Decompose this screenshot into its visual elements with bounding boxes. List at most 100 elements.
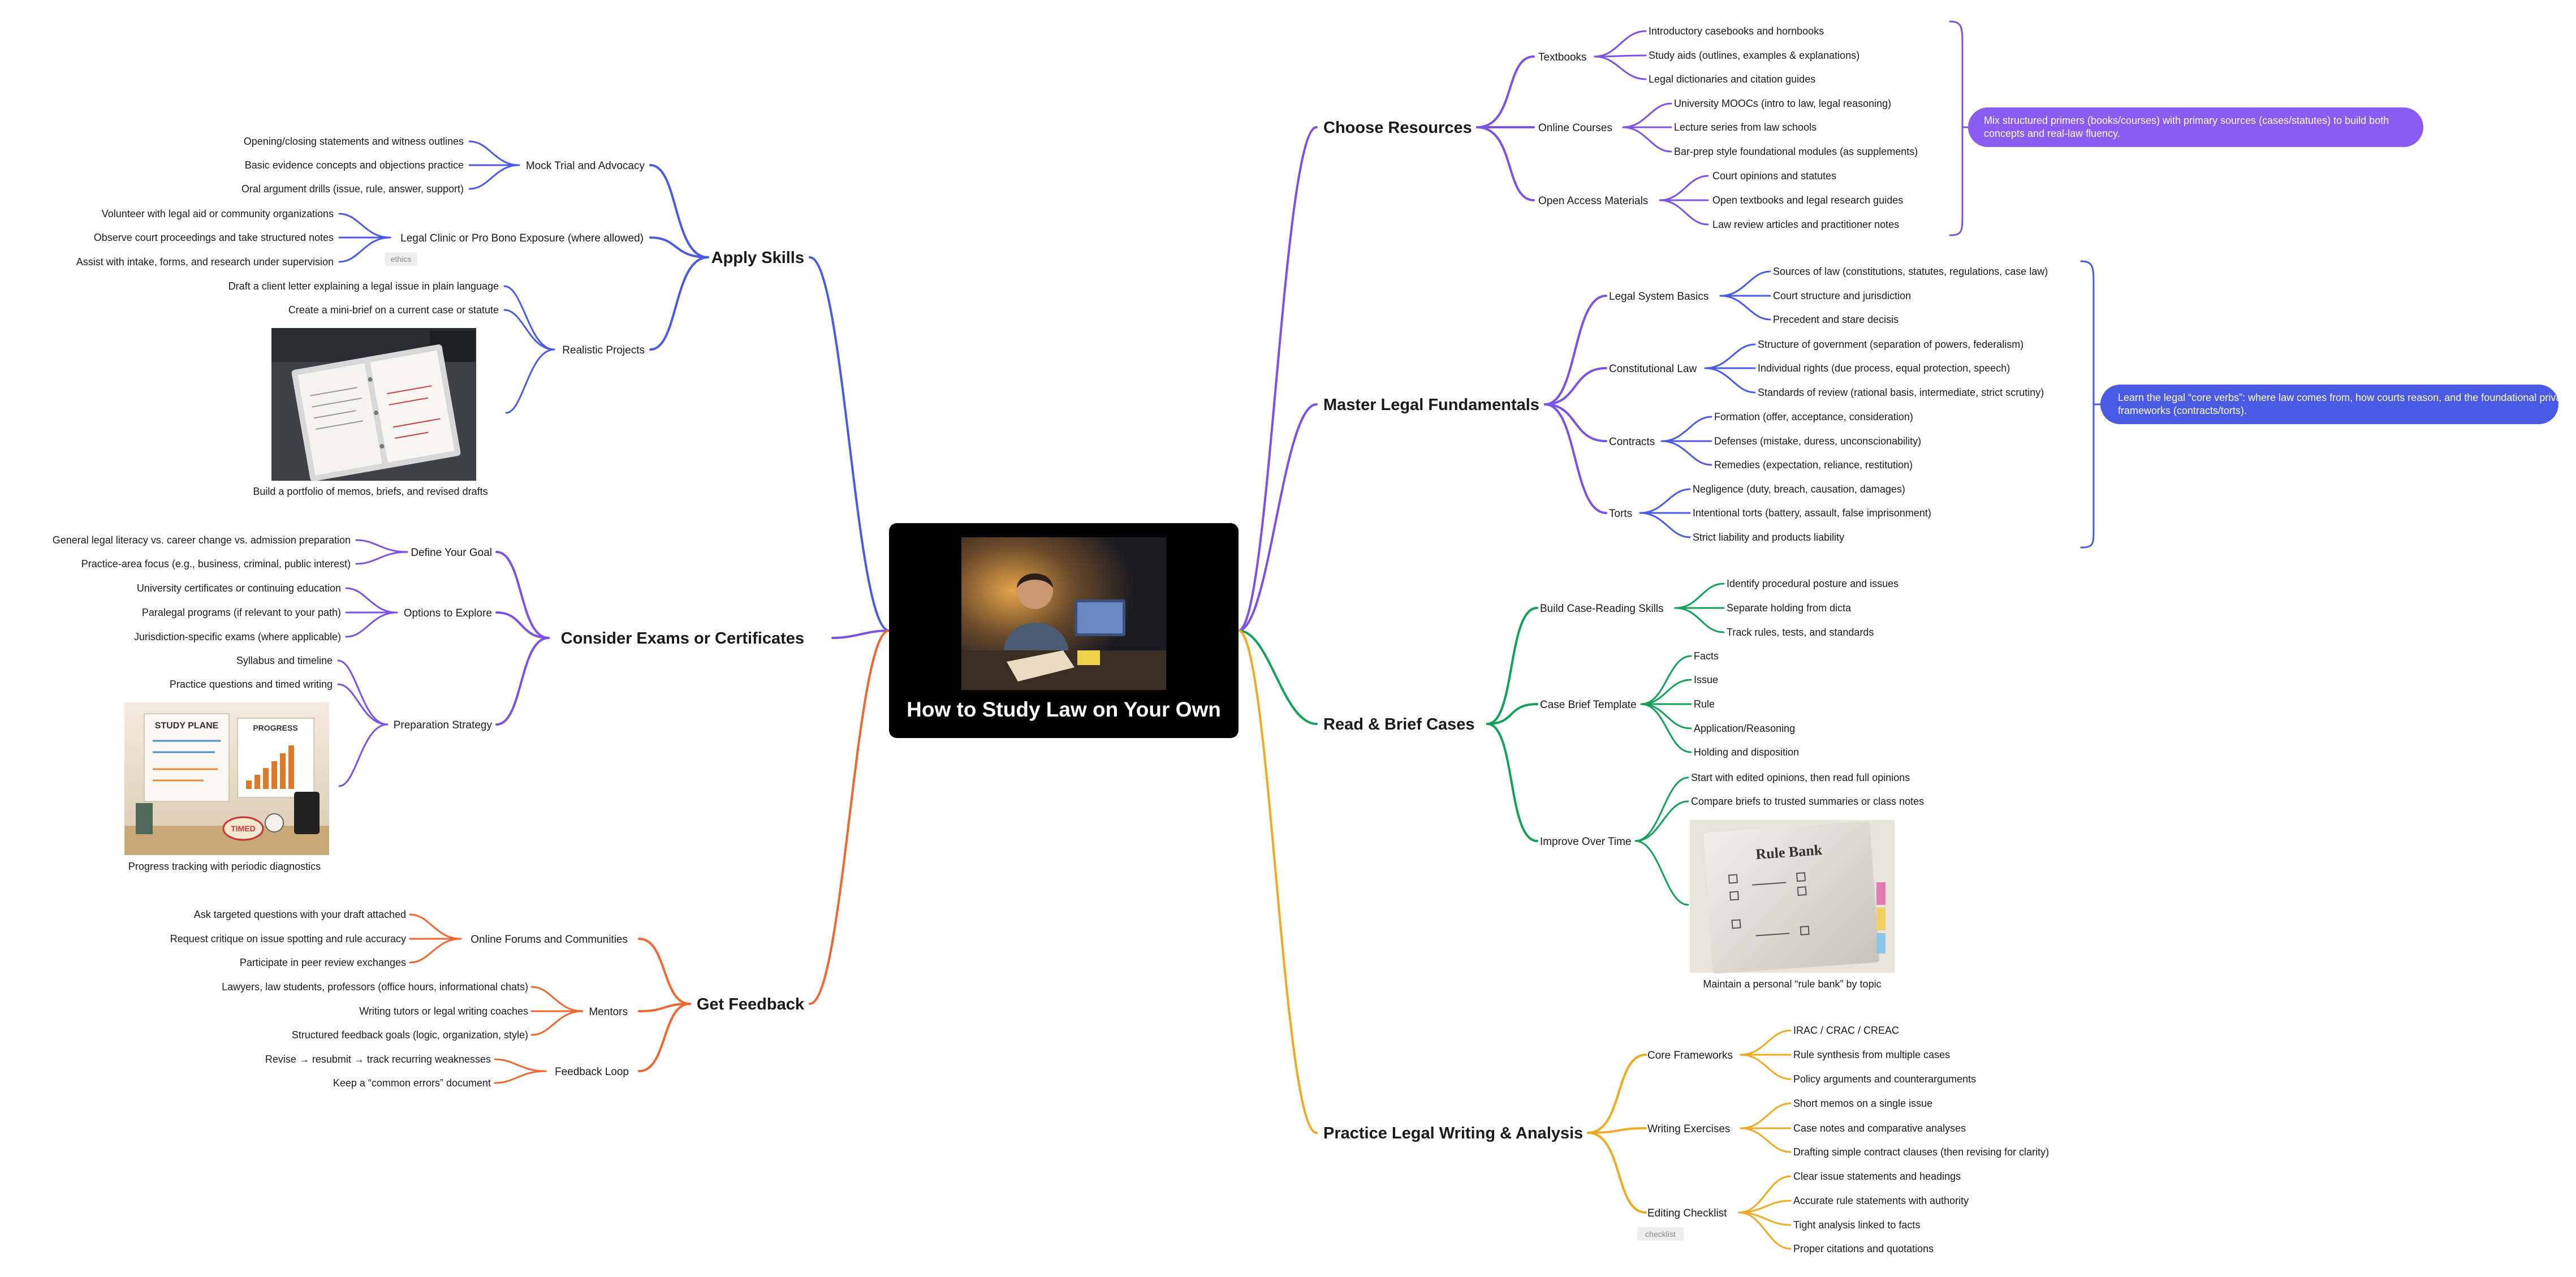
subtopic-mock-trial[interactable]: Mock Trial and Advocacy bbox=[526, 160, 645, 172]
leaf-item[interactable]: Clear issue statements and headings bbox=[1793, 1171, 1961, 1182]
subtopic-mentors[interactable]: Mentors bbox=[589, 1006, 628, 1018]
leaf-item[interactable]: Case notes and comparative analyses bbox=[1793, 1123, 1966, 1134]
leaf-item[interactable]: Compare briefs to trusted summaries or c… bbox=[1691, 796, 1924, 807]
leaf-item[interactable]: Assist with intake, forms, and research … bbox=[76, 256, 334, 268]
subtopic-writing-exercises[interactable]: Writing Exercises bbox=[1647, 1123, 1730, 1135]
branch-title-get-feedback[interactable]: Get Feedback bbox=[697, 995, 805, 1013]
leaf-item[interactable]: Rule bbox=[1694, 698, 1715, 710]
leaf-item[interactable]: Basic evidence concepts and objections p… bbox=[245, 159, 464, 171]
leaf-item[interactable]: Identify procedural posture and issues bbox=[1727, 578, 1898, 589]
subtopic-options-to-explore[interactable]: Options to Explore bbox=[404, 607, 492, 619]
subtopic-online-courses[interactable]: Online Courses bbox=[1538, 122, 1612, 134]
leaf-item[interactable]: Create a mini-brief on a current case or… bbox=[288, 304, 499, 316]
leaf-item[interactable]: Observe court proceedings and take struc… bbox=[94, 232, 334, 243]
branch-title-consider-exams[interactable]: Consider Exams or Certificates bbox=[561, 629, 804, 648]
leaf-item[interactable]: Ask targeted questions with your draft a… bbox=[194, 909, 406, 920]
leaf-item[interactable]: Sources of law (constitutions, statutes,… bbox=[1773, 266, 2048, 277]
subtopic-constitutional-law[interactable]: Constitutional Law bbox=[1609, 363, 1697, 375]
branch-title-read-brief-cases[interactable]: Read & Brief Cases bbox=[1323, 715, 1475, 734]
leaf-item[interactable]: Legal dictionaries and citation guides bbox=[1649, 74, 1815, 85]
leaf-item[interactable]: Rule synthesis from multiple cases bbox=[1793, 1049, 1950, 1060]
leaf-item[interactable]: Draft a client letter explaining a legal… bbox=[228, 281, 499, 292]
subtopic-legal-system-basics[interactable]: Legal System Basics bbox=[1609, 291, 1708, 303]
leaf-item[interactable]: Formation (offer, acceptance, considerat… bbox=[1714, 411, 1913, 422]
leaf-item[interactable]: Volunteer with legal aid or community or… bbox=[102, 208, 334, 219]
leaf-item[interactable]: University MOOCs (intro to law, legal re… bbox=[1674, 98, 1891, 109]
leaf-item[interactable]: Holding and disposition bbox=[1694, 747, 1799, 758]
leaf-item[interactable]: Introductory casebooks and hornbooks bbox=[1649, 25, 1824, 37]
leaf-item[interactable]: Issue bbox=[1694, 674, 1718, 685]
leaf-item[interactable]: Accurate rule statements with authority bbox=[1793, 1195, 1969, 1206]
leaf-item[interactable]: Paralegal programs (if relevant to your … bbox=[142, 607, 341, 618]
branch-title-master-legal-fundamentals[interactable]: Master Legal Fundamentals bbox=[1323, 396, 1539, 414]
leaf-item[interactable]: Writing tutors or legal writing coaches bbox=[359, 1006, 528, 1017]
leaf-item[interactable]: Facts bbox=[1694, 650, 1719, 662]
leaf-item[interactable]: Court opinions and statutes bbox=[1712, 170, 1836, 182]
subtopic-contracts[interactable]: Contracts bbox=[1609, 436, 1655, 448]
tag-checklist[interactable]: checklist bbox=[1637, 1227, 1684, 1241]
leaf-item[interactable]: Revise → resubmit → track recurring weak… bbox=[265, 1054, 491, 1065]
summary-line: concepts and real-law fluency. bbox=[1984, 128, 2120, 139]
leaf-item[interactable]: Start with edited opinions, then read fu… bbox=[1691, 772, 1910, 783]
leaf-item[interactable]: Strict liability and products liability bbox=[1693, 532, 1844, 543]
subtopic-torts[interactable]: Torts bbox=[1609, 508, 1632, 520]
leaf-item[interactable]: Negligence (duty, breach, causation, dam… bbox=[1693, 484, 1905, 495]
leaf-item[interactable]: Bar-prep style foundational modules (as … bbox=[1674, 146, 1918, 157]
leaf-item[interactable]: Keep a “common errors” document bbox=[333, 1077, 491, 1089]
summary-callout-choose-resources[interactable]: Mix structured primers (books/courses) w… bbox=[1968, 107, 2423, 147]
subtopic-editing-checklist[interactable]: Editing Checklist bbox=[1647, 1207, 1727, 1219]
subtopic-improve-over-time[interactable]: Improve Over Time bbox=[1540, 836, 1632, 848]
leaf-item[interactable]: IRAC / CRAC / CREAC bbox=[1793, 1025, 1899, 1036]
branch-master-legal-fundamentals: Master Legal Fundamentals Legal System B… bbox=[1323, 266, 2576, 543]
subtopic-build-case-reading-skills[interactable]: Build Case-Reading Skills bbox=[1540, 603, 1664, 615]
tag-ethics[interactable]: ethics bbox=[385, 252, 417, 266]
leaf-item[interactable]: Study aids (outlines, examples & explana… bbox=[1649, 50, 1859, 61]
leaf-item[interactable]: Syllabus and timeline bbox=[236, 655, 333, 666]
leaf-item[interactable]: Defenses (mistake, duress, unconscionabi… bbox=[1714, 435, 1921, 447]
leaf-item[interactable]: Lawyers, law students, professors (offic… bbox=[222, 981, 528, 993]
subtopic-legal-clinic[interactable]: Legal Clinic or Pro Bono Exposure (where… bbox=[400, 232, 644, 244]
central-topic-node[interactable]: How to Study Law on Your Own bbox=[889, 523, 1239, 738]
leaf-item[interactable]: Intentional torts (battery, assault, fal… bbox=[1693, 507, 1931, 519]
branch-title-choose-resources[interactable]: Choose Resources bbox=[1323, 119, 1472, 137]
leaf-item[interactable]: Standards of review (rational basis, int… bbox=[1758, 387, 2044, 398]
leaf-item[interactable]: Tight analysis linked to facts bbox=[1793, 1219, 1920, 1231]
leaf-item[interactable]: Jurisdiction-specific exams (where appli… bbox=[134, 631, 341, 642]
subtopic-case-brief-template[interactable]: Case Brief Template bbox=[1540, 699, 1637, 711]
leaf-item[interactable]: Structured feedback goals (logic, organi… bbox=[292, 1029, 528, 1041]
leaf-item[interactable]: Request critique on issue spotting and r… bbox=[170, 933, 406, 944]
leaf-item[interactable]: Individual rights (due process, equal pr… bbox=[1758, 363, 2010, 374]
leaf-item[interactable]: Proper citations and quotations bbox=[1793, 1243, 1934, 1254]
leaf-item[interactable]: Law review articles and practitioner not… bbox=[1712, 219, 1899, 230]
subtopic-textbooks[interactable]: Textbooks bbox=[1538, 51, 1587, 63]
leaf-item[interactable]: Court structure and jurisdiction bbox=[1773, 290, 1911, 301]
subtopic-online-forums[interactable]: Online Forums and Communities bbox=[471, 934, 628, 946]
leaf-item[interactable]: Drafting simple contract clauses (then r… bbox=[1793, 1146, 2049, 1158]
summary-callout-master-fundamentals[interactable]: Learn the legal “core verbs”: where law … bbox=[2100, 385, 2576, 424]
leaf-item[interactable]: Separate holding from dicta bbox=[1727, 602, 1852, 614]
leaf-item[interactable]: Track rules, tests, and standards bbox=[1727, 627, 1874, 638]
leaf-item[interactable]: Oral argument drills (issue, rule, answe… bbox=[241, 183, 464, 195]
subtopic-feedback-loop[interactable]: Feedback Loop bbox=[555, 1066, 629, 1078]
subtopic-open-access-materials[interactable]: Open Access Materials bbox=[1538, 195, 1648, 207]
leaf-item[interactable]: Opening/closing statements and witness o… bbox=[244, 136, 464, 147]
subtopic-core-frameworks[interactable]: Core Frameworks bbox=[1647, 1050, 1733, 1062]
leaf-item[interactable]: Structure of government (separation of p… bbox=[1758, 339, 2023, 350]
leaf-item[interactable]: General legal literacy vs. career change… bbox=[53, 534, 351, 546]
leaf-item[interactable]: Application/Reasoning bbox=[1694, 723, 1795, 734]
leaf-item[interactable]: University certificates or continuing ed… bbox=[137, 583, 341, 594]
leaf-item[interactable]: Open textbooks and legal research guides bbox=[1712, 195, 1903, 206]
leaf-item[interactable]: Short memos on a single issue bbox=[1793, 1098, 1932, 1109]
leaf-item[interactable]: Precedent and stare decisis bbox=[1773, 314, 1898, 325]
subtopic-preparation-strategy[interactable]: Preparation Strategy bbox=[394, 719, 493, 731]
branch-title-apply-skills[interactable]: Apply Skills bbox=[711, 249, 804, 267]
subtopic-define-your-goal[interactable]: Define Your Goal bbox=[411, 547, 492, 559]
leaf-item[interactable]: Policy arguments and counterarguments bbox=[1793, 1073, 1976, 1085]
branch-title-practice-legal-writing[interactable]: Practice Legal Writing & Analysis bbox=[1323, 1124, 1583, 1142]
leaf-item[interactable]: Participate in peer review exchanges bbox=[240, 957, 406, 968]
leaf-item[interactable]: Remedies (expectation, reliance, restitu… bbox=[1714, 459, 1913, 471]
leaf-item[interactable]: Practice questions and timed writing bbox=[170, 679, 333, 690]
leaf-item[interactable]: Lecture series from law schools bbox=[1674, 122, 1816, 133]
subtopic-realistic-projects[interactable]: Realistic Projects bbox=[562, 344, 645, 356]
leaf-item[interactable]: Practice-area focus (e.g., business, cri… bbox=[81, 558, 351, 570]
